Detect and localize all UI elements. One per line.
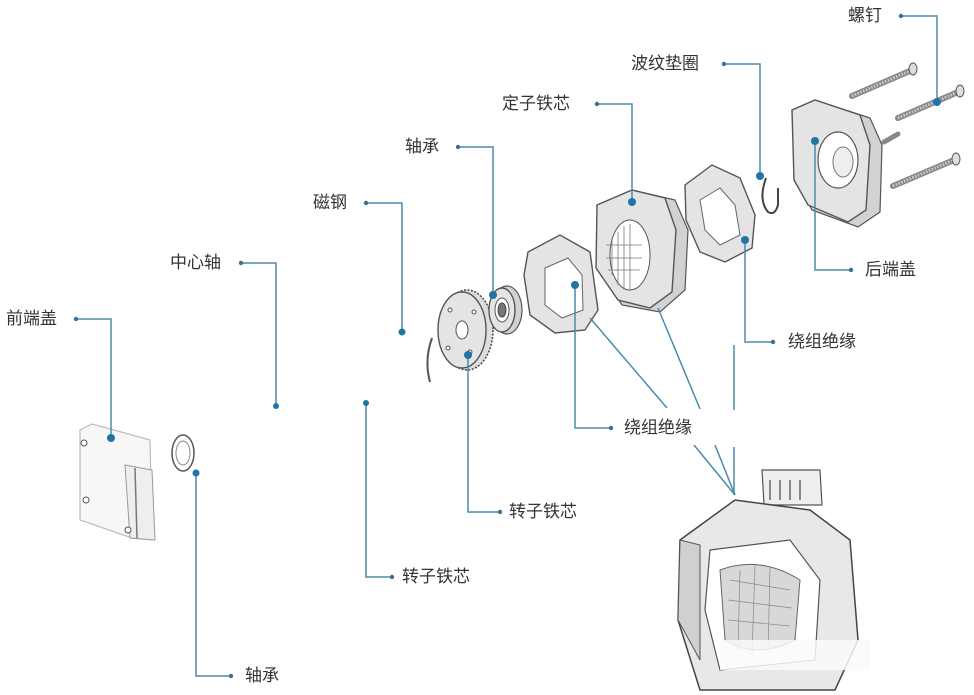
- label-rear-cover: 后端盖: [865, 260, 916, 280]
- leader-lines: [76, 15, 938, 677]
- magnet-part: [426, 337, 433, 383]
- label-bearing-lower: 轴承: [245, 666, 279, 686]
- label-wave-washer: 波纹垫圈: [631, 54, 699, 74]
- label-rotor-core-lower: 转子铁芯: [402, 567, 470, 587]
- winding-insulation-right-part: [684, 164, 756, 263]
- front-bearing-part: [171, 434, 195, 472]
- winding-insulation-left-part: [523, 234, 599, 334]
- label-center-shaft: 中心轴: [170, 253, 221, 273]
- label-winding-insulation-center: 绕组绝缘: [624, 418, 692, 438]
- front-cover-part: [79, 423, 156, 541]
- screws-part: [849, 62, 965, 189]
- wave-washer-part: [761, 177, 779, 215]
- leader-dots: [73, 13, 941, 679]
- stator-core-part: [595, 189, 689, 313]
- label-bearing-upper: 轴承: [405, 137, 439, 157]
- label-rotor-core-upper: 转子铁芯: [509, 502, 577, 522]
- rear-cover-part: [791, 99, 883, 228]
- assembled-motor-part: [677, 469, 870, 691]
- bearing-part: [488, 285, 523, 335]
- label-magnet: 磁钢: [313, 193, 347, 213]
- label-winding-insulation-right: 绕组绝缘: [788, 332, 856, 352]
- label-screws: 螺钉: [848, 6, 882, 26]
- rotor-core-part: [437, 289, 494, 371]
- label-stator-core: 定子铁芯: [502, 94, 570, 114]
- label-front-cover: 前端盖: [6, 309, 57, 329]
